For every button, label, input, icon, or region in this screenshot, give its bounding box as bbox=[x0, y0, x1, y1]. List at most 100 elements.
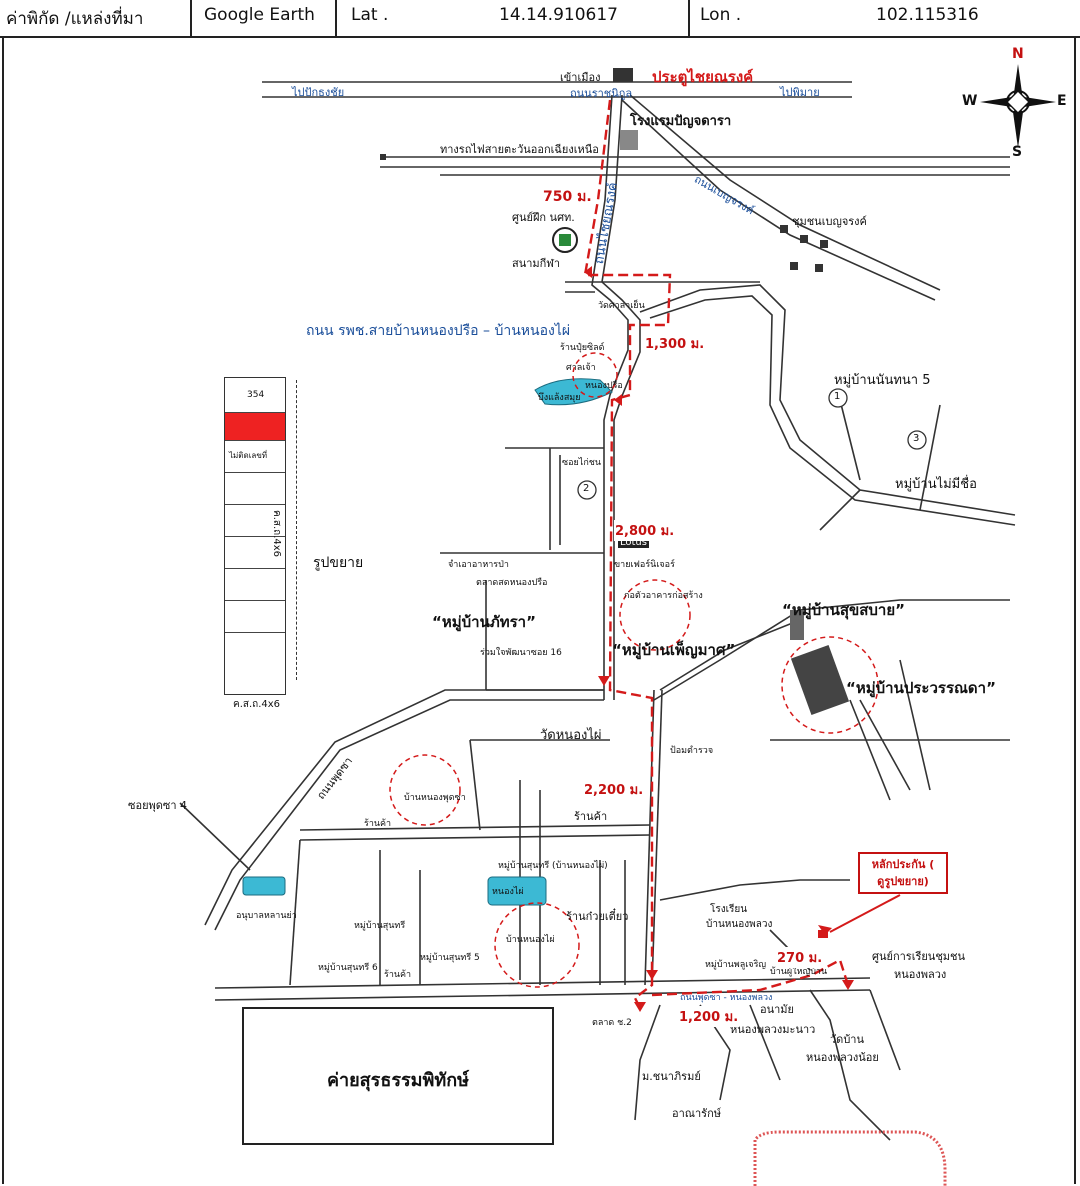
legend-row-9 bbox=[225, 632, 285, 664]
label-chanaphirom: ม.ชนาภิรมย์ bbox=[642, 1070, 701, 1083]
label-furniture: ขายเฟอร์นิเจอร์ bbox=[614, 560, 675, 570]
label-nongphai-pond: หนองไผ่ bbox=[492, 887, 524, 897]
stadium-icon bbox=[552, 227, 578, 253]
label-wat-ban: วัดบ้าน bbox=[830, 1033, 864, 1046]
label-railway: ทางรถไฟสายตะวันออกเฉียงเหนือ bbox=[440, 143, 599, 156]
legend-number: 354 bbox=[247, 390, 265, 400]
label-nakhon-road: ถนนราชนิกูล bbox=[570, 87, 633, 100]
compass-rose: N S E W bbox=[960, 46, 1070, 160]
label-lotus: Lotus bbox=[618, 537, 649, 548]
distance-270: 270 ม. bbox=[776, 947, 824, 968]
label-prawanda: “หมู่บ้านประวรรณดา” bbox=[846, 679, 996, 697]
pink-area bbox=[753, 1130, 947, 1186]
compass-icon bbox=[980, 64, 1056, 148]
label-suksabai: “หมู่บ้านสุขสบาย” bbox=[782, 601, 905, 619]
label-nong-phutsa: บ้านหนองพุดซา bbox=[404, 793, 466, 803]
lat-value: 14.14.910617 bbox=[499, 5, 618, 25]
army-camp-area: ค่ายสุรธรรมพิทักษ์ bbox=[242, 1007, 554, 1145]
label-village-3: หมู่บ้านไม่มีชื่อ bbox=[895, 477, 977, 492]
distance-2200: 2,200 ม. bbox=[583, 779, 645, 800]
legend-row-7 bbox=[225, 568, 285, 600]
legend-row-354: 354 bbox=[225, 378, 285, 412]
label-training-center: ศูนย์ฝึก นศท. bbox=[512, 211, 575, 224]
label-anarak: อาณารักษ์ bbox=[672, 1107, 721, 1120]
collateral-line-1: หลักประกัน ( bbox=[871, 858, 935, 871]
label-v-sunpri-5: หมู่บ้านสุนทรี 5 bbox=[420, 953, 480, 963]
label-wat-nongphai: วัดหนองไผ่ bbox=[540, 728, 602, 743]
distance-2800: 2,800 ม. bbox=[614, 520, 676, 541]
map-frame bbox=[2, 37, 1076, 1184]
compass-s: S bbox=[1012, 144, 1023, 160]
source-value: Google Earth bbox=[204, 5, 315, 25]
label-nongpluang-manao: หนองพลวงมะนาว bbox=[730, 1023, 816, 1036]
legend-row-5 bbox=[225, 504, 285, 536]
lon-value: 102.115316 bbox=[876, 5, 979, 25]
distance-750: 750 ม. bbox=[542, 186, 593, 208]
label-stadium: สนามกีฬา bbox=[512, 257, 561, 270]
label-village-head: บ้านผู้ใหญ่บ้าน bbox=[770, 967, 828, 977]
legend-title: รูปขยาย bbox=[313, 555, 364, 571]
circle-num-2: 2 bbox=[583, 483, 590, 494]
label-shop-2: ร้านค้า bbox=[574, 810, 608, 823]
label-to-phimai: ไปพิมาย bbox=[780, 86, 820, 99]
label-market-2: ตลาด ช.2 bbox=[592, 1018, 632, 1028]
label-shrine: ศาลเจ้า bbox=[566, 363, 596, 373]
label-phutsa-4: ซอยพุดซา 4 bbox=[128, 799, 188, 812]
label-shop-1: ร้านค้า bbox=[364, 819, 392, 829]
compass-e: E bbox=[1057, 93, 1067, 109]
label-bottom-road: ถนนพุดซา - หนองพลวง bbox=[680, 993, 773, 1003]
road-network bbox=[179, 81, 1016, 1141]
lon-label: Lon . bbox=[700, 5, 742, 25]
label-school: โรงเรียน bbox=[710, 904, 748, 915]
legend-vertical-label: ค.ส.ถ.4x6 bbox=[271, 510, 282, 558]
label-pond: บึงแล้งสมุย bbox=[538, 393, 581, 403]
legend-dim-line bbox=[296, 380, 297, 680]
lat-label: Lat . bbox=[351, 5, 389, 25]
lon-cell: Lon . 102.115316 bbox=[690, 0, 1080, 36]
label-to-pakthongchai: ไปปักธงชัย bbox=[292, 86, 345, 99]
guarantee-pointer bbox=[829, 894, 901, 933]
army-camp-label: ค่ายสุรธรรมพิทักษ์ bbox=[326, 1070, 470, 1091]
compass-n: N bbox=[1012, 46, 1024, 62]
label-learning-center: ศูนย์การเรียนชุมชน bbox=[872, 950, 966, 963]
label-ban-nongpluang: บ้านหนองพลวง bbox=[706, 919, 773, 930]
route-arrows bbox=[584, 266, 854, 1012]
label-nong-prue: หนองปรือ bbox=[585, 381, 623, 391]
distance-1300: 1,300 ม. bbox=[644, 333, 706, 354]
label-kindergarten: อนุบาลหลานย่า bbox=[236, 911, 297, 921]
circle-num-1: 1 bbox=[834, 391, 841, 402]
building-blocks bbox=[380, 68, 850, 716]
label-restaurant: จำเอาอาหารป่า bbox=[448, 560, 509, 570]
label-phatthara: “หมู่บ้านภัทรา” bbox=[432, 613, 536, 631]
coord-label: ค่าพิกัด /แหล่งที่มา bbox=[6, 9, 144, 29]
label-ban-nongphai: บ้านหนองไผ่ bbox=[506, 935, 555, 945]
label-phenmas: “หมู่บ้านเพ็ญมาศ” bbox=[612, 641, 736, 659]
legend-row-6 bbox=[225, 536, 285, 568]
label-wat-sala: วัดศาลาเย็น bbox=[598, 301, 645, 311]
legend-bottom-label: ค.ส.ถ.4x6 bbox=[233, 699, 281, 710]
coord-label-cell: ค่าพิกัด /แหล่งที่มา bbox=[0, 0, 192, 36]
label-v-pluang: หมู่บ้านพลูเจริญ bbox=[705, 960, 767, 970]
legend-unknown: ไม่ติดเลขที่ bbox=[229, 451, 268, 460]
label-market: ตลาดสดหนองปรือ bbox=[476, 578, 548, 588]
label-village-sunpri: หมู่บ้านสุนทรี (บ้านหนองไผ่) bbox=[498, 861, 608, 871]
legend-row-target bbox=[225, 412, 285, 440]
label-police: ป้อมตำรวจ bbox=[670, 746, 714, 756]
plot-legend: 354 ไม่ติดเลขที่ bbox=[224, 377, 286, 695]
label-soi-16: ร่วมใจพัฒนาซอย 16 bbox=[480, 648, 562, 658]
label-hotel: โรงแรมปัญจดารา bbox=[630, 114, 732, 129]
legend-row-unknown: ไม่ติดเลขที่ bbox=[225, 440, 285, 472]
label-soi-kaichon: ซอยไก่ชน bbox=[562, 458, 602, 468]
collateral-line-2: ดูรูปขยาย) bbox=[877, 875, 929, 888]
lat-cell: Lat . 14.14.910617 bbox=[337, 0, 690, 36]
label-benjarong-community: ชุมชนเบญจรงค์ bbox=[792, 215, 867, 228]
collateral-callout: หลักประกัน ( ดูรูปขยาย) bbox=[858, 852, 948, 894]
label-learning-center-2: หนองพลวง bbox=[894, 968, 947, 981]
label-shop-3: ร้านค้า bbox=[384, 970, 412, 980]
label-gate: ประตูไชยณรงค์ bbox=[652, 68, 754, 86]
circle-num-3: 3 bbox=[913, 433, 920, 444]
label-nong-road: ถนน รพช.สายบ้านหนองปรือ – บ้านหนองไผ่ bbox=[306, 323, 571, 339]
label-to-city: เข้าเมือง bbox=[560, 71, 601, 84]
label-shop: ร้านปุ๋ยซิลด์ bbox=[560, 343, 605, 353]
